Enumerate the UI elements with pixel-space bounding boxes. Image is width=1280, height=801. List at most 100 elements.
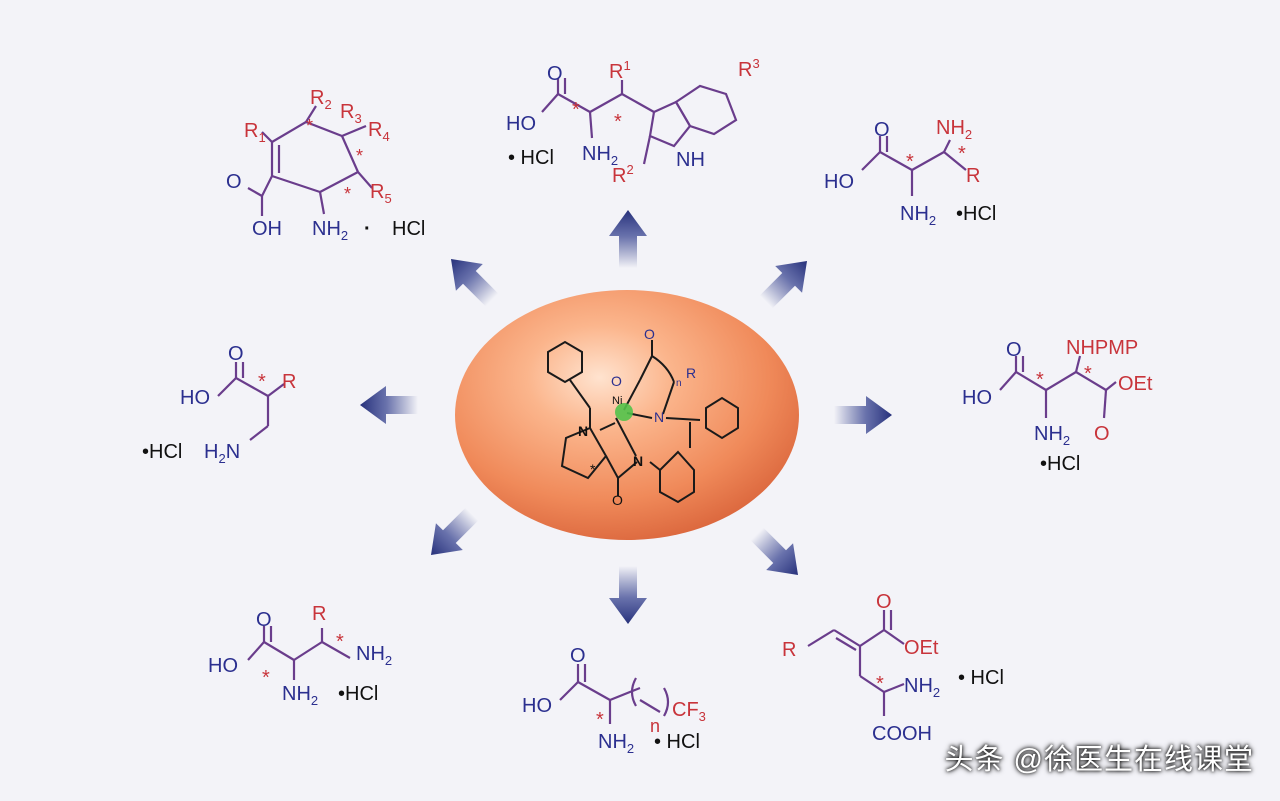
product-top-left: R1 R2 R3 R4 R5 * * * O OH NH2 · HCl bbox=[226, 87, 425, 243]
svg-text:R2: R2 bbox=[310, 87, 332, 112]
svg-text:NH2: NH2 bbox=[282, 683, 318, 708]
br-oet: OEt bbox=[904, 637, 939, 659]
r-nh2: NH bbox=[1034, 423, 1063, 445]
t-hcl: • HCl bbox=[508, 147, 554, 169]
svg-text:R1: R1 bbox=[609, 58, 631, 83]
arrow-down-right bbox=[743, 520, 812, 589]
tl-star-1: * bbox=[306, 116, 313, 136]
b-hcl: • HCl bbox=[654, 731, 700, 753]
tl-star-2: * bbox=[356, 146, 363, 166]
product-right: O HO NHPMP OEt O NH2 •HCl * * bbox=[962, 337, 1153, 475]
br-cooh: COOH bbox=[872, 723, 932, 745]
arrow-up bbox=[609, 210, 647, 268]
br-o: O bbox=[876, 591, 892, 613]
tl-oh: OH bbox=[252, 218, 282, 240]
complex-ni-label: Ni bbox=[612, 395, 622, 407]
t-ho: HO bbox=[506, 113, 536, 135]
t-r3: R bbox=[738, 59, 752, 81]
br-nh2: NH bbox=[904, 675, 933, 697]
tr-o: O bbox=[874, 119, 890, 141]
bl-star-1: * bbox=[262, 667, 270, 689]
complex-r: R bbox=[686, 365, 696, 381]
l-h2n: H bbox=[204, 441, 218, 463]
svg-text:NH2: NH2 bbox=[1034, 423, 1070, 448]
ni-complex: O O N N N Ni R n * O bbox=[455, 290, 799, 540]
r-ho: HO bbox=[962, 387, 992, 409]
tl-o: O bbox=[226, 171, 242, 193]
complex-o-top: O bbox=[644, 326, 655, 342]
bl-star-2: * bbox=[336, 631, 344, 653]
t-r1: R bbox=[609, 61, 623, 83]
l-hcl: •HCl bbox=[142, 441, 182, 463]
bl-hcl: •HCl bbox=[338, 683, 378, 705]
tl-nh2: NH bbox=[312, 218, 341, 240]
b-star: * bbox=[596, 709, 604, 731]
tr-nh2-top: NH bbox=[936, 117, 965, 139]
watermark: 头条 @徐医生在线课堂 bbox=[944, 744, 1254, 776]
tr-star-2: * bbox=[958, 143, 966, 165]
br-hcl: • HCl bbox=[958, 667, 1004, 689]
tr-ho: HO bbox=[824, 171, 854, 193]
t-star-2: * bbox=[614, 111, 622, 133]
t-o: O bbox=[547, 63, 563, 85]
b-n: n bbox=[650, 716, 660, 736]
t-nh: NH bbox=[676, 149, 705, 171]
tl-r4: R bbox=[368, 119, 382, 141]
svg-text:R3: R3 bbox=[340, 101, 362, 126]
tl-r5: R bbox=[370, 181, 384, 203]
r-hcl: •HCl bbox=[1040, 453, 1080, 475]
tr-star-1: * bbox=[906, 151, 914, 173]
product-bottom-right: O OEt R NH2 • HCl COOH * bbox=[782, 591, 1004, 745]
arrow-up-right bbox=[752, 247, 821, 316]
product-bottom: O HO CF3 n NH2 • HCl * bbox=[522, 645, 706, 756]
complex-n-sub: n bbox=[676, 378, 682, 389]
tl-r1: R bbox=[244, 120, 258, 142]
t-star-1: * bbox=[572, 99, 580, 121]
complex-o-bottom: O bbox=[612, 492, 623, 508]
ni-atom bbox=[615, 403, 633, 421]
product-top: O HO • HCl NH2 R1 R2 R3 NH * * bbox=[506, 56, 760, 187]
svg-text:H2N: H2N bbox=[204, 441, 240, 466]
r-star-2: * bbox=[1084, 363, 1092, 385]
product-left: O HO R * •HCl H2N bbox=[142, 343, 296, 466]
br-star: * bbox=[876, 673, 884, 695]
bl-r: R bbox=[312, 603, 326, 625]
tl-dot: · bbox=[364, 218, 371, 240]
arrow-down bbox=[609, 566, 647, 624]
tr-r: R bbox=[966, 165, 980, 187]
complex-n-amide: N bbox=[633, 453, 643, 469]
svg-text:NH2: NH2 bbox=[900, 203, 936, 228]
arrow-down-left bbox=[417, 500, 486, 569]
tl-r2: R bbox=[310, 87, 324, 109]
svg-text:NH2: NH2 bbox=[312, 218, 348, 243]
l-ho: HO bbox=[180, 387, 210, 409]
r-star-1: * bbox=[1036, 369, 1044, 391]
svg-text:CF3: CF3 bbox=[672, 699, 706, 724]
arrow-up-left bbox=[437, 245, 506, 314]
b-ho: HO bbox=[522, 695, 552, 717]
product-bottom-left: O HO R NH2 NH2 •HCl * * bbox=[208, 603, 392, 708]
arrow-right bbox=[834, 396, 892, 434]
product-top-right: O HO NH2 R NH2 •HCl * * bbox=[824, 117, 996, 228]
tr-nh2: NH bbox=[900, 203, 929, 225]
bl-ho: HO bbox=[208, 655, 238, 677]
svg-text:NH2: NH2 bbox=[582, 143, 618, 168]
svg-text:NH2: NH2 bbox=[598, 731, 634, 756]
svg-text:NH2: NH2 bbox=[904, 675, 940, 700]
r-o: O bbox=[1006, 339, 1022, 361]
r-nhpmp: NHPMP bbox=[1066, 337, 1138, 359]
svg-text:R5: R5 bbox=[370, 181, 392, 206]
svg-text:R3: R3 bbox=[738, 56, 760, 81]
svg-text:R2: R2 bbox=[612, 162, 634, 187]
br-r: R bbox=[782, 639, 796, 661]
complex-o: O bbox=[611, 373, 622, 389]
complex-n-imine: N bbox=[654, 409, 664, 425]
t-nh2: NH bbox=[582, 143, 611, 165]
b-o: O bbox=[570, 645, 586, 667]
tl-hcl: HCl bbox=[392, 218, 425, 240]
svg-text:NH2: NH2 bbox=[936, 117, 972, 142]
b-nh2: NH bbox=[598, 731, 627, 753]
arrow-left bbox=[360, 386, 418, 424]
bl-o: O bbox=[256, 609, 272, 631]
